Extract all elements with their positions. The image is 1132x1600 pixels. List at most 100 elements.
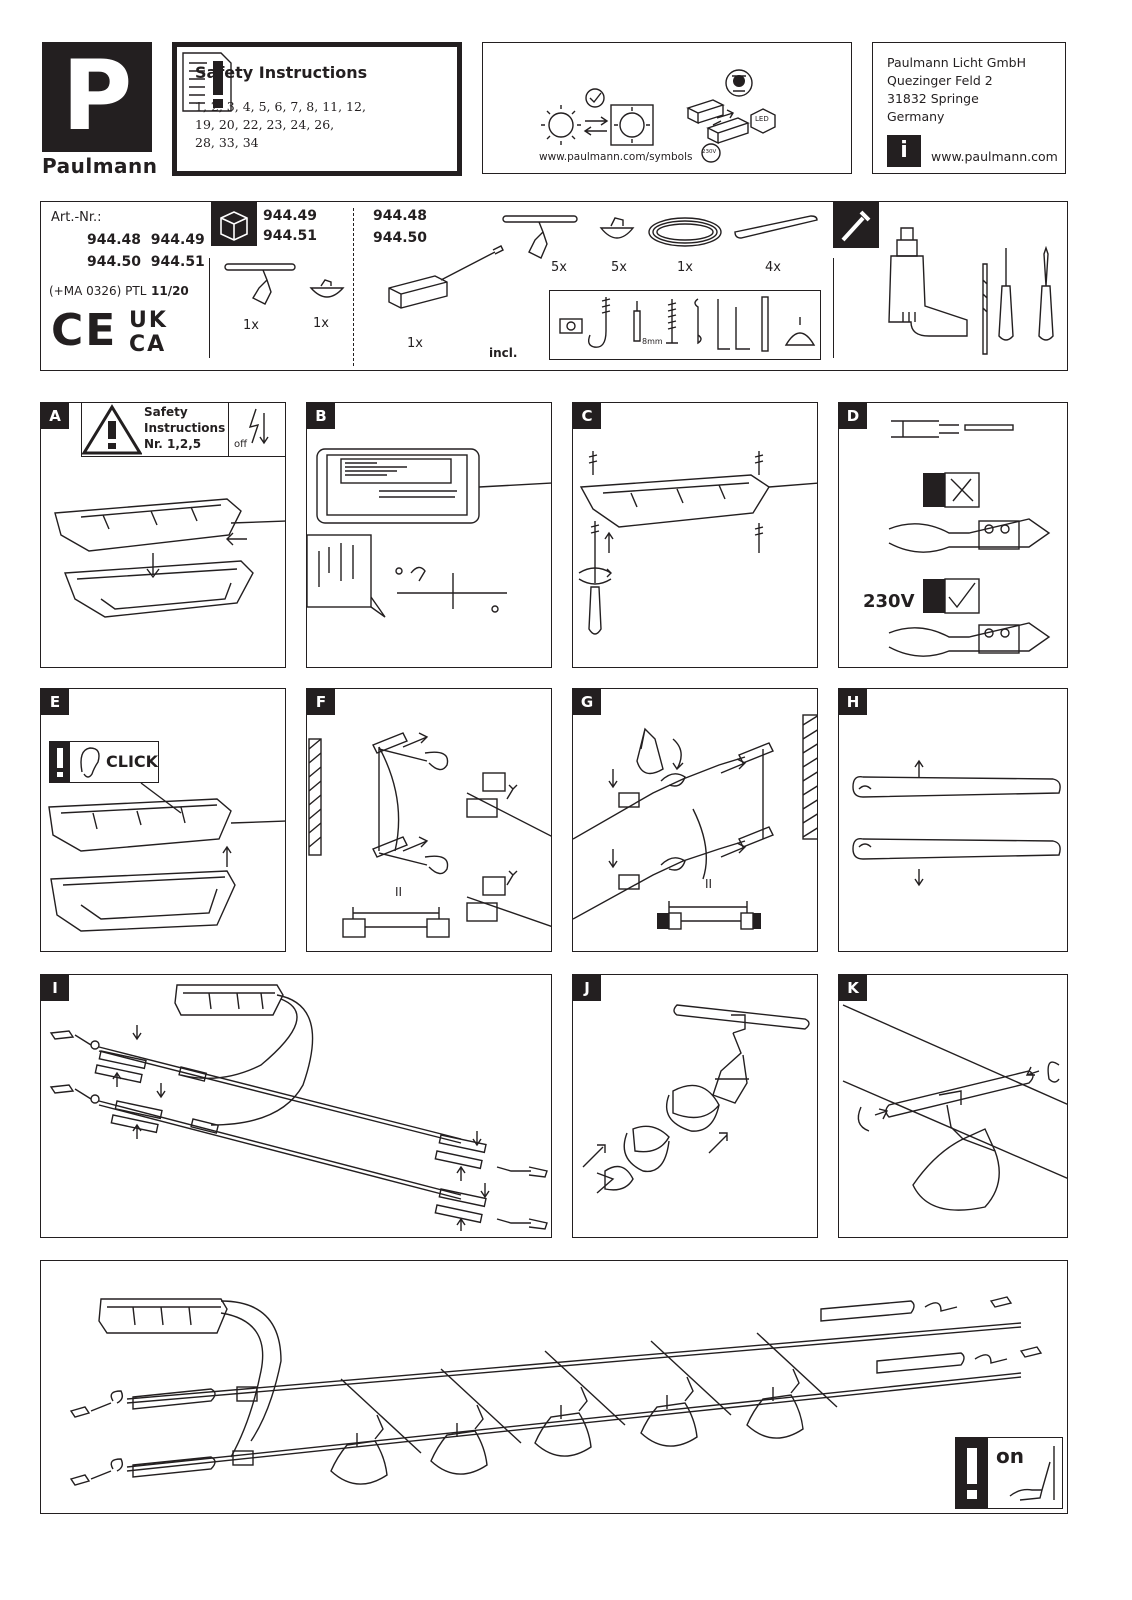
shade-icon — [309, 279, 345, 298]
company-name: Paulmann Licht GmbH — [887, 55, 1026, 70]
housing-click-drawing — [48, 782, 285, 932]
divider-1 — [209, 258, 210, 358]
panel-d-voltage: 230V — [863, 591, 915, 612]
panel-c: C — [572, 402, 818, 668]
panel-a-safety-badge: Safety Instructions Nr. 1,2,5 off — [81, 403, 285, 457]
info-letter: i — [890, 138, 918, 164]
kit-b-qty-shade: 5x — [611, 260, 627, 275]
wire-system-assembly-drawing — [49, 984, 548, 1231]
hardware-icons — [559, 296, 816, 352]
driver-unit-icon — [388, 245, 504, 309]
panel-h-label: H — [839, 689, 867, 715]
info-icon: i — [887, 135, 921, 167]
article-contents-box: Art.-Nr.: 944.48 944.49 944.50 944.51 (+… — [40, 201, 1068, 371]
tools-icon — [833, 202, 879, 248]
panel-g-label: G — [573, 689, 601, 715]
art-nr-row-2: 944.50 944.51 — [87, 254, 205, 270]
panel-i: I — [40, 974, 552, 1238]
ear-icon — [80, 747, 100, 778]
panel-b-label: B — [307, 403, 335, 429]
panel-g: G II — [572, 688, 818, 952]
panel-j-label: J — [573, 975, 601, 1001]
paulmann-logo: P — [42, 42, 152, 152]
dowel-size-label: 8mm — [642, 337, 663, 346]
switch-on-badge: on — [955, 1437, 1063, 1509]
driver-mounting-drawing — [307, 448, 551, 618]
panel-a-safety-line-2: Instructions — [144, 421, 226, 435]
screwdriver-flat-icon — [998, 248, 1014, 341]
panel-g-mark: II — [705, 877, 713, 891]
spotlight-assembly-drawing — [582, 1004, 810, 1194]
kit-b-qty-spot: 5x — [551, 260, 567, 275]
safety-line-1: 1, 2, 3, 4, 5, 6, 7, 8, 11, 12, — [195, 99, 366, 114]
art-nr-row-1: 944.48 944.49 — [87, 232, 205, 248]
art-nr-label: Art.-Nr.: — [51, 210, 102, 225]
kit-a-art-1: 944.49 — [263, 208, 318, 224]
panel-a-off-label: off — [234, 439, 248, 450]
panel-j: J — [572, 974, 818, 1238]
panel-h: H — [838, 688, 1068, 952]
symbols-box: LED 230V www.paulmann.com/symbols — [482, 42, 852, 174]
panel-i-label: I — [41, 975, 69, 1001]
wire-coil-icon — [648, 217, 722, 247]
symbols-volt-label: 230V — [702, 149, 717, 155]
document-warning-icon — [182, 52, 232, 112]
ukca-mark-bottom: CA — [129, 332, 167, 357]
screwdriver-cross-icon — [1038, 246, 1054, 341]
driver-screw-mounting-drawing — [578, 451, 817, 635]
kit-b-qty-tube: 4x — [765, 260, 781, 275]
panel-final: on — [40, 1260, 1068, 1514]
kit-a-qty-spot: 1x — [243, 318, 259, 333]
logo-letter: P — [61, 40, 133, 152]
panel-a-label: A — [41, 403, 69, 429]
ce-mark: CE — [51, 305, 118, 356]
power-off-icon — [248, 408, 269, 445]
panel-a-divider — [228, 403, 229, 457]
kit-b-qty-driver: 1x — [407, 336, 423, 351]
symbols-url: www.paulmann.com/symbols — [539, 151, 693, 163]
kit-b-qty-wire: 1x — [677, 260, 693, 275]
company-address-box: Paulmann Licht GmbH Quezinger Feld 2 318… — [872, 42, 1066, 174]
panel-e-click-text: CLICK — [106, 752, 159, 771]
panel-a-safety-line-1: Safety — [144, 405, 188, 419]
divider-3 — [833, 258, 834, 358]
panel-e-label: E — [41, 689, 69, 715]
drill-bit-icon — [982, 263, 988, 355]
company-city: 31832 Springe — [887, 91, 979, 106]
hand-switch-icon — [1009, 1446, 1055, 1501]
attention-icon — [50, 742, 70, 782]
attention-icon — [956, 1438, 988, 1508]
kit-b-shade-icon — [599, 217, 635, 239]
kit-a-qty-shade: 1x — [313, 316, 329, 331]
divider-2 — [353, 208, 354, 366]
panel-a: A Safety Instructions Nr. 1,2,5 off — [40, 402, 286, 668]
production-date: 11/20 — [151, 284, 189, 298]
light-symbols-icon — [541, 69, 776, 163]
spot-holder-icon — [224, 263, 296, 305]
tube-split-drawing — [852, 759, 1061, 887]
spotlight-adjustment-drawing — [842, 1004, 1067, 1211]
brand-name: Paulmann — [42, 154, 158, 178]
panel-k-label: K — [839, 975, 867, 1001]
panel-e: E CLICK — [40, 688, 286, 952]
driver-housing-open-drawing — [54, 498, 285, 618]
company-street: Quezinger Feld 2 — [887, 73, 993, 88]
panel-f-label: F — [307, 689, 335, 715]
kit-b-incl: incl. — [489, 346, 518, 360]
panel-d-label: D — [839, 403, 867, 429]
package-icon — [211, 202, 257, 246]
panel-a-safety-line-3: Nr. 1,2,5 — [144, 437, 202, 451]
panel-b: B — [306, 402, 552, 668]
kit-a-art-2: 944.51 — [263, 228, 318, 244]
panel-f-mark: II — [395, 885, 403, 899]
panel-k: K — [838, 974, 1068, 1238]
complete-system-drawing — [69, 1296, 1043, 1486]
kit-b-spot-icon — [502, 215, 578, 259]
wall-anchor-drawing — [308, 732, 551, 938]
panel-c-label: C — [573, 403, 601, 429]
wire-tension-drawing — [573, 714, 817, 930]
wire-connection-drawing — [888, 420, 1051, 657]
switch-on-label: on — [996, 1444, 1024, 1468]
tube-icon — [734, 215, 818, 239]
warning-triangle-icon — [82, 404, 142, 455]
